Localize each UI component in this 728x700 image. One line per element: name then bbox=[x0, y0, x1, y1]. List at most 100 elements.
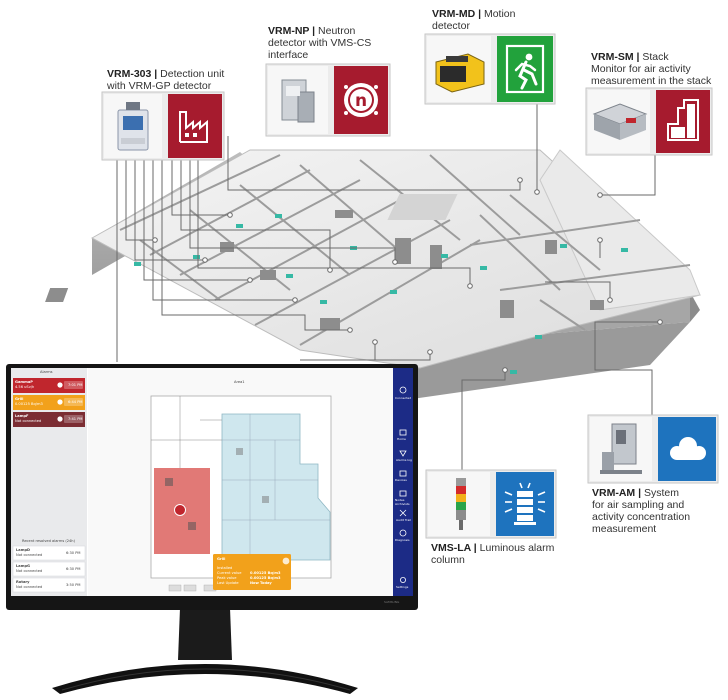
nav-sidebar bbox=[393, 368, 413, 596]
popup-row-label: Last Update bbox=[217, 581, 239, 585]
callout-label-vms-la: VMS-LA | Luminous alarm column bbox=[431, 542, 555, 566]
connector-lines bbox=[116, 104, 660, 470]
product-code: VRM-NP bbox=[268, 25, 310, 37]
vrm-am-device-image bbox=[600, 423, 642, 474]
alarm-name: LampF bbox=[15, 414, 29, 418]
alarm-marker-icon[interactable] bbox=[174, 504, 186, 516]
alarm-value: 0.00125 Bq/m3 bbox=[15, 402, 43, 406]
factory-icon bbox=[179, 111, 208, 143]
popup-title: Grill bbox=[217, 557, 226, 561]
resolved-time: 6:30 PM bbox=[66, 567, 81, 571]
vrm-303-device-image bbox=[117, 102, 149, 151]
alarm-disconnected-icon bbox=[57, 416, 63, 422]
popup-row-value: 0.00125 Bq/m3 bbox=[250, 576, 281, 580]
monitor-brand-logo: SAMSUNG bbox=[384, 600, 400, 604]
product-desc: Monitor for air activity bbox=[591, 63, 691, 75]
callout-vrm-md bbox=[424, 33, 556, 105]
neutron-icon: n bbox=[344, 83, 378, 117]
popup-status: Installed bbox=[217, 566, 233, 570]
device-popup bbox=[213, 554, 291, 590]
zoom-out-button[interactable] bbox=[168, 584, 182, 592]
building-floorplan bbox=[45, 149, 702, 400]
popup-row-label: Peak value bbox=[217, 576, 237, 580]
product-code: VRM-MD bbox=[432, 8, 476, 20]
product-desc: measurement bbox=[592, 523, 657, 535]
resolved-value: Not connected bbox=[16, 585, 43, 589]
callout-vrm-sm bbox=[585, 87, 713, 156]
popup-radiation-icon bbox=[282, 557, 290, 565]
alarm-row-grill[interactable] bbox=[13, 395, 85, 410]
alarm-radiation-icon bbox=[57, 382, 63, 388]
resolved-value: Not connected bbox=[16, 569, 43, 573]
vms-la-device-image bbox=[456, 478, 466, 530]
product-desc: System bbox=[643, 487, 679, 499]
nav-devices[interactable]: Devices bbox=[395, 478, 407, 482]
alarms-title: Alarms bbox=[40, 370, 53, 374]
product-desc: Detection unit bbox=[160, 68, 225, 80]
monitor-neck bbox=[178, 608, 232, 660]
callout-vms-la bbox=[425, 469, 557, 539]
stack-chimney-icon bbox=[667, 99, 699, 141]
connector-dots bbox=[152, 177, 663, 373]
recent-title: Recent resolved alarms (24h) bbox=[22, 539, 75, 543]
product-code: VRM-AM bbox=[592, 487, 636, 499]
resolved-row[interactable] bbox=[12, 577, 86, 593]
resolved-time: 6:30 PM bbox=[66, 551, 81, 555]
settings-icon[interactable] bbox=[399, 577, 406, 584]
resolved-row[interactable] bbox=[12, 561, 86, 577]
svg-text:n: n bbox=[355, 91, 367, 111]
alarm-radiation-icon bbox=[57, 399, 63, 405]
product-desc: activity concentration bbox=[592, 511, 691, 523]
room-equipment bbox=[45, 210, 604, 330]
alarm-row-lampf[interactable] bbox=[13, 412, 85, 427]
resolved-time: 3:50 PM bbox=[66, 583, 81, 587]
connected-label: Connected bbox=[395, 396, 412, 400]
product-desc: Luminous alarm bbox=[479, 542, 555, 554]
product-desc: detector bbox=[432, 20, 470, 32]
home-icon[interactable] bbox=[399, 429, 407, 436]
alarm-time: 6:44 PM bbox=[68, 400, 83, 404]
nav-home[interactable]: Home bbox=[397, 437, 406, 441]
cloud-icon bbox=[670, 437, 706, 460]
popup-row-value: 0.00125 Bq/m3 bbox=[250, 571, 281, 575]
product-desc: Neutron bbox=[318, 25, 356, 37]
alarm-time: 7:41 PM bbox=[68, 417, 83, 421]
alarm-time: 7:01 PM bbox=[68, 383, 83, 387]
callout-label-vrm-am: VRM-AM | System for air sampling and act… bbox=[592, 487, 691, 535]
callout-label-vrm-303: VRM-303 | Detection unit with VRM-GP det… bbox=[107, 68, 225, 92]
vrm-md-device-image bbox=[435, 53, 485, 93]
monitor bbox=[6, 364, 418, 694]
nav-alarms-log[interactable]: Alarms log bbox=[396, 458, 412, 462]
resolved-row[interactable] bbox=[12, 545, 86, 561]
product-code: VRM-303 bbox=[107, 68, 152, 80]
alarm-name: Grill bbox=[15, 397, 24, 401]
zoom-reset-button[interactable] bbox=[183, 584, 197, 592]
alarm-value: Not connected bbox=[15, 419, 42, 423]
nodes-icon[interactable] bbox=[399, 490, 407, 497]
callout-vrm-np: n bbox=[265, 63, 391, 137]
alarm-row-gammap[interactable] bbox=[13, 378, 85, 393]
product-desc: Stack bbox=[642, 51, 669, 63]
nav-settings[interactable]: Settings bbox=[396, 585, 409, 589]
resolved-name: LampD bbox=[16, 548, 31, 552]
product-desc: measurement in the stack bbox=[591, 75, 712, 87]
product-desc: Motion bbox=[483, 8, 516, 20]
running-man-icon bbox=[505, 44, 545, 94]
product-desc: detector with VMS-CS bbox=[268, 37, 372, 49]
diagnosis-icon[interactable] bbox=[399, 529, 407, 537]
devices-icon[interactable] bbox=[399, 470, 407, 477]
nav-audit-trail[interactable]: Audit Trail bbox=[396, 518, 411, 522]
resolved-name: LampG bbox=[16, 564, 30, 568]
callout-vrm-am bbox=[587, 414, 719, 484]
connected-icon bbox=[399, 386, 407, 394]
alarms-log-icon[interactable] bbox=[399, 450, 407, 457]
vrm-sm-device-image bbox=[592, 103, 648, 140]
alarm-column-icon bbox=[504, 482, 546, 525]
resolved-value: Not connected bbox=[16, 553, 43, 557]
popup-row-value: Now Today bbox=[250, 581, 272, 585]
nav-nodes[interactable]: Nodes Archivists bbox=[395, 498, 410, 507]
map-title: Area1 bbox=[234, 380, 245, 384]
callout-label-vrm-np: VRM-NP | Neutron detector with VMS-CS in… bbox=[268, 25, 372, 61]
nav-diagnosis[interactable]: Diagnosis bbox=[395, 538, 410, 542]
callout-label-vrm-md: VRM-MD | Motion detector bbox=[432, 8, 516, 32]
